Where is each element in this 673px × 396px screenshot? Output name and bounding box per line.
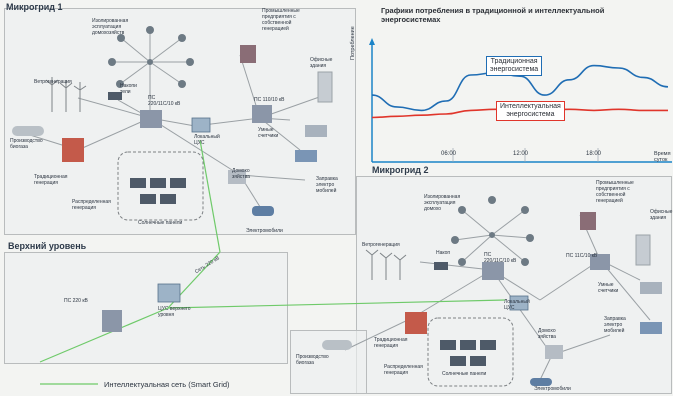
chart-title: Графики потребления в традиционной и инт… xyxy=(381,6,605,24)
mg1-traditional-gen-label: Традиционная генерация xyxy=(34,174,68,186)
mg1-solar-label: Солнечные панели xyxy=(138,220,183,226)
microgrid-2-facilities xyxy=(322,212,662,386)
mg2-wind-label: Ветрогенерация xyxy=(362,242,400,248)
mg1-ev-charging-label: Заправка электро мобилей xyxy=(316,176,338,194)
traditional-series-label: Традиционная энергосистема xyxy=(486,56,543,76)
upper-level-title: Верхний уровень xyxy=(8,241,87,251)
mg2-traditional-gen-label: Традиционная генерация xyxy=(374,337,408,349)
mg2-office-label: Офисные здания xyxy=(650,209,673,221)
mg1-office-label: Офисные здания xyxy=(310,57,333,69)
upper-substation-label: ПС 220 кВ xyxy=(64,298,88,304)
mg1-smart-meters-label: Умные счетчики xyxy=(258,127,279,139)
mg1-ev-label: Электромобили xyxy=(246,228,283,234)
legend-label: Интеллектуальная сеть (Smart Grid) xyxy=(104,380,230,389)
mg2-smart-meters-label: Умные счетчики xyxy=(598,282,619,294)
mg2-storage-label: Накоп xyxy=(436,250,451,256)
mg2-local-center-label: Локальный ЦУС xyxy=(504,299,530,311)
upper-level-facilities xyxy=(102,283,181,332)
mg1-wind-label: Ветрогенерация xyxy=(34,79,72,85)
intelligent-series-label: Интеллектуальная энергосистема xyxy=(496,101,565,121)
mg2-industry-label: Промышленные предприятия с собственной г… xyxy=(596,180,634,204)
microgrid-1-facilities xyxy=(12,45,333,216)
chart-y-arrow xyxy=(369,38,375,45)
microgrid-2-biogas-region xyxy=(290,330,367,394)
mg1-distributed-gen-label: Распределенная генерация xyxy=(72,199,111,211)
smart-grid-lines xyxy=(39,139,506,385)
mg2-distributed-gen-label: Распределенная генерация xyxy=(384,364,423,376)
mg1-households-label: Изолированная эсплуатация домохозяйств xyxy=(92,18,129,36)
chart-y-label: Потребление xyxy=(350,26,356,60)
solar-group-1 xyxy=(117,151,204,221)
mg1-homes-label: Домохо зяйства xyxy=(232,168,250,180)
mg2-substation-main-label: ПС 220/11С/10 кВ xyxy=(484,252,517,264)
household-icons-1 xyxy=(108,26,194,88)
chart-x-tick: 18:00 xyxy=(586,151,602,157)
microgrid-2-title: Микрогрид 2 xyxy=(372,165,429,175)
wind-turbine-icons-2 xyxy=(365,249,407,280)
mg2-households-label: Изолированная эксплуатация домохо xyxy=(424,194,461,212)
chart-x-label: Время суток xyxy=(654,151,671,163)
mg2-biogas-label: Производство биогаза xyxy=(296,354,329,366)
traditional-series-line xyxy=(371,64,669,112)
mg1-storage-label: Накопи тели xyxy=(120,83,137,95)
mg1-substation-main-label: ПС 220/11С/10 кВ xyxy=(148,95,181,107)
upper-level-region xyxy=(4,252,288,364)
mg2-ev-charging-label: Заправка электро мобилей xyxy=(604,316,626,334)
mg2-solar-label: Солнечные панели xyxy=(442,371,487,377)
microgrid-1-title: Микрогрид 1 xyxy=(6,2,63,12)
chart-x-tick: 12:00 xyxy=(513,151,529,157)
mg1-biogas-label: Производство биогаза xyxy=(10,138,43,150)
mg1-substation-110-label: ПС 110/10 кВ xyxy=(254,97,285,103)
household-icons-2 xyxy=(451,196,534,266)
chart-x-tick: 06:00 xyxy=(441,151,457,157)
mg2-ev-label: Электромобили xyxy=(534,386,571,392)
upper-center-label: ЦУС верхнего уровня xyxy=(158,306,191,318)
solar-group-2 xyxy=(427,317,514,387)
microgrid-1-region xyxy=(4,8,356,235)
mg2-homes-label: Домохо зяйства xyxy=(538,328,556,340)
wind-turbine-icons-1 xyxy=(45,77,87,112)
mg2-substation-110-label: ПС 11С/10 кВ xyxy=(566,253,598,259)
mg1-local-center-label: Локальный ЦУС xyxy=(194,134,220,146)
microgrid-2-region xyxy=(356,176,672,394)
microgrid-2-links xyxy=(344,209,651,381)
mg1-industry-label: Промышленные предприятия с собственной г… xyxy=(262,8,300,32)
